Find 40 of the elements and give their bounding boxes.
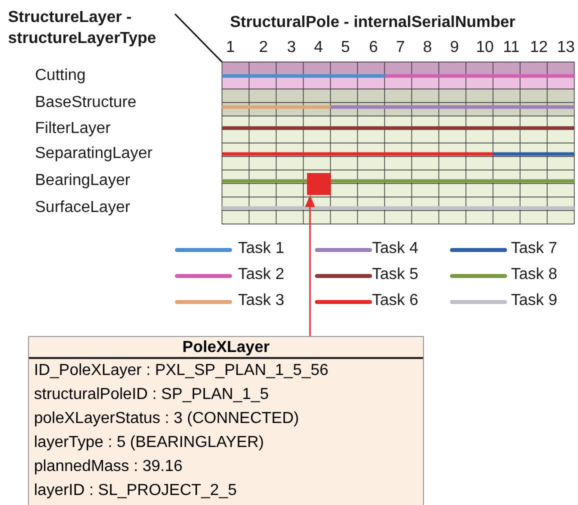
column-number: 3 xyxy=(287,39,296,57)
legend-label: Task 5 xyxy=(372,266,418,284)
attribute-text: ID_PoleXLayer : PXL_SP_PLAN_1_5_56 xyxy=(33,361,328,381)
attribute-text: plannedMass : 39.16 xyxy=(33,457,183,477)
legend-label: Task 7 xyxy=(511,240,558,258)
layer-name: Cutting xyxy=(35,67,86,85)
column-number: 12 xyxy=(530,39,548,57)
axis-heading: StructuralPole - internalSerialNumber xyxy=(230,14,516,32)
legend-label: Task 3 xyxy=(238,292,284,310)
axis-heading: StructureLayer - structureLayerType xyxy=(8,8,158,49)
column-number: 4 xyxy=(314,39,323,57)
column-number: 7 xyxy=(396,39,405,57)
layer-name: BaseStructure xyxy=(35,94,136,112)
arrow xyxy=(305,195,315,336)
column-number: 10 xyxy=(476,39,494,57)
legend-label: Task 4 xyxy=(372,240,418,258)
attribute-text: layerID : SL_PROJECT_2_5 xyxy=(33,481,237,501)
column-number: 11 xyxy=(503,39,520,57)
column-number: 6 xyxy=(369,39,378,57)
column-number: 5 xyxy=(341,39,350,57)
layer-name: SurfaceLayer xyxy=(35,199,130,217)
legend-label: Task 6 xyxy=(372,292,418,310)
column-number: 8 xyxy=(423,39,432,57)
highlighted-cell xyxy=(307,173,331,195)
attribute-text: layerType : 5 (BEARINGLAYER) xyxy=(33,433,264,453)
column-number: 2 xyxy=(259,39,268,57)
class-box xyxy=(28,336,424,505)
legend-label: Task 9 xyxy=(511,292,558,310)
layer-name: BearingLayer xyxy=(35,172,130,190)
layer-name: SeparatingLayer xyxy=(35,145,152,163)
class-name: PoleXLayer xyxy=(29,337,423,359)
column-number: 9 xyxy=(450,39,459,57)
legend-label: Task 8 xyxy=(511,266,558,284)
attribute-text: structuralPoleID : SP_PLAN_1_5 xyxy=(33,385,269,405)
legend-label: Task 2 xyxy=(238,266,284,284)
layer-name: FilterLayer xyxy=(35,120,111,138)
attribute-text: poleXLayerStatus : 3 (CONNECTED) xyxy=(33,409,299,429)
column-number: 1 xyxy=(226,39,235,57)
column-number: 13 xyxy=(557,39,575,57)
legend-label: Task 1 xyxy=(238,240,284,258)
